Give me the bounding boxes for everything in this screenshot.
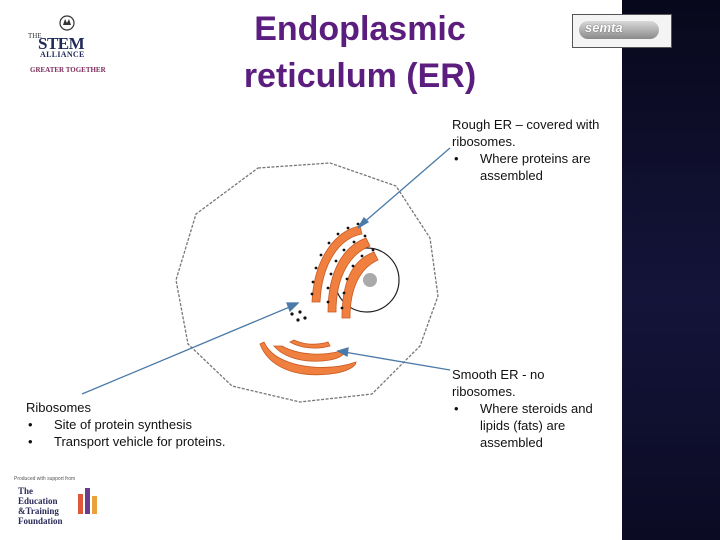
rough-er-heading-2: ribosomes. xyxy=(452,134,516,149)
stem-logo-alliance: ALLIANCE xyxy=(40,50,85,59)
ribosomes-heading: Ribosomes xyxy=(26,400,92,415)
smooth-er-point: • Where steroids and lipids (fats) are a… xyxy=(452,400,622,451)
ribosomes-point-2-text: Transport vehicle for proteins. xyxy=(54,434,226,449)
stem-logo-stem: STEM xyxy=(38,34,85,53)
etf-logo-line-3: &Training xyxy=(18,506,59,516)
ribosomes-pointer xyxy=(81,305,293,395)
bullet-icon: • xyxy=(28,417,33,432)
rough-er-label: Rough ER – covered with ribosomes. • Whe… xyxy=(452,116,622,184)
etf-logo-small-text: Produced with support from xyxy=(14,476,76,482)
smooth-er-point-line-1: Where steroids and xyxy=(480,401,593,416)
free-ribosomes xyxy=(290,302,307,322)
stem-logo-the: THE xyxy=(28,32,42,40)
nucleolus xyxy=(363,273,377,287)
bullet-icon: • xyxy=(28,434,33,449)
etf-logo-name: The Education &Training Foundation xyxy=(18,486,63,526)
stem-alliance-logo: THE STEM ALLIANCE GREATER TOGETHER xyxy=(28,12,106,78)
title-line-2: reticulum (ER) xyxy=(243,57,477,95)
smooth-er-heading-1: Smooth ER - no xyxy=(452,367,545,382)
rough-er-ribosomes xyxy=(310,222,375,310)
smooth-er-label: Smooth ER - no ribosomes. • Where steroi… xyxy=(452,366,622,451)
ribosomes-label: Ribosomes • Site of protein synthesis • … xyxy=(26,399,266,450)
pointer-lines xyxy=(81,147,451,395)
rough-er-pointer xyxy=(361,147,451,225)
stem-logo-tagline: GREATER TOGETHER xyxy=(30,66,106,74)
cell-membrane xyxy=(175,162,439,403)
semta-logo: semta xyxy=(572,14,672,48)
smooth-er-pointer xyxy=(343,351,451,371)
education-training-foundation-logo: Produced with support from The Education… xyxy=(14,476,104,526)
bullet-icon: • xyxy=(454,401,459,416)
etf-logo-line-4: Foundation xyxy=(18,516,63,526)
ribosomes-point-2: • Transport vehicle for proteins. xyxy=(26,433,266,450)
semta-logo-text: semta xyxy=(585,20,623,35)
bullet-icon: • xyxy=(454,151,459,166)
rough-er-point-line-2: assembled xyxy=(480,168,543,183)
etf-logo-line-1: The xyxy=(18,486,34,496)
semta-logo-badge xyxy=(579,21,659,39)
stem-crest-icon xyxy=(59,15,75,31)
smooth-er xyxy=(259,339,357,376)
rough-er-point-line-1: Where proteins are xyxy=(480,151,591,166)
smooth-er-point-line-2: lipids (fats) are xyxy=(480,418,566,433)
right-decorative-bar xyxy=(622,0,720,540)
slide-title: Endoplasmic reticulum (ER) xyxy=(200,6,520,100)
ribosomes-point-1: • Site of protein synthesis xyxy=(26,416,266,433)
smooth-er-heading-2: ribosomes. xyxy=(452,384,516,399)
rough-er-heading-1: Rough ER – covered with xyxy=(452,117,600,132)
rough-er-point: • Where proteins are assembled xyxy=(452,150,622,184)
rough-er xyxy=(311,225,379,319)
smooth-er-point-line-3: assembled xyxy=(480,435,543,450)
title-line-1: Endoplasmic xyxy=(254,10,466,48)
etf-logo-line-2: Education xyxy=(18,496,58,506)
ribosomes-point-1-text: Site of protein synthesis xyxy=(54,417,193,432)
etf-figures-icon xyxy=(78,488,97,514)
